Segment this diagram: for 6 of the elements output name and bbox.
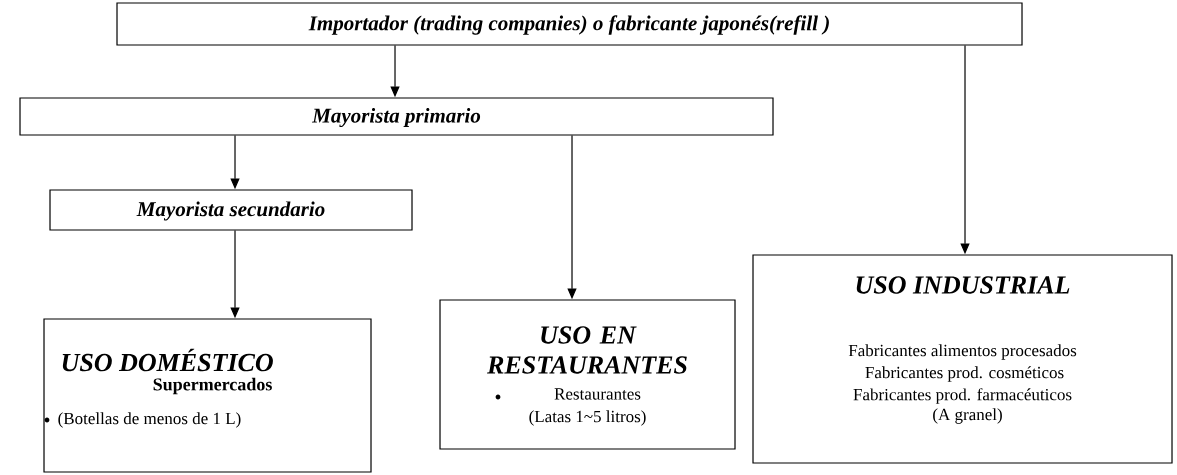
importer-box: Importador (trading companies) o fabricante japonés(refill ) — [116, 2, 1023, 46]
use-box: USO INDUSTRIAL Fabricantes alimentos procesados Fabricantes prod. cosméticos Fabricantes prod. farmacéuticos (A granel) — [752, 254, 1173, 464]
use-box: USO DOMÉSTICO Supermercados (Botellas de menos de 1 L) — [43, 318, 372, 473]
use-box: USO EN RESTAURANTES Restaurantes (Latas 1~5 litros) — [439, 299, 736, 450]
wholesaler-box: Mayorista secundario — [49, 189, 413, 231]
wholesaler-box: Mayorista primario — [19, 97, 774, 136]
